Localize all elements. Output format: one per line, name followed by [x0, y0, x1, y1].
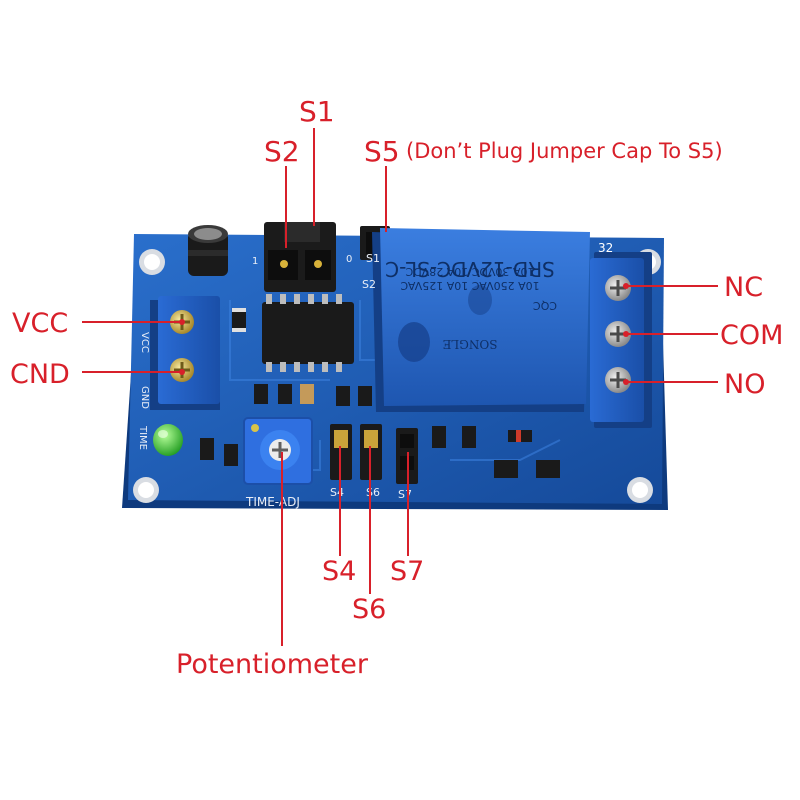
jumper-block-s1-s2	[264, 222, 336, 292]
relay-rating-text-1: 10A 250VAC 10A 125VAC	[400, 279, 540, 292]
silk-pin-0: 0	[346, 254, 352, 265]
relay-terminal-block	[590, 252, 652, 428]
silk-s2: S2	[362, 278, 376, 291]
relay-model-text: SRD-12VDC-SL-C	[385, 257, 555, 281]
label-potentiometer: Potentiometer	[176, 649, 368, 680]
label-s2: S2	[264, 135, 300, 168]
label-s5: S5	[364, 135, 400, 168]
callout-lines	[82, 128, 718, 646]
label-cnd: CND	[10, 359, 70, 390]
mounting-hole-bottom-left	[133, 477, 159, 503]
electrolytic-capacitor	[188, 225, 228, 276]
label-s6: S6	[352, 594, 387, 625]
silk-s1: S1	[366, 252, 380, 265]
ic-chip	[262, 294, 354, 372]
silk-s7: S7	[398, 488, 412, 501]
relay	[372, 228, 590, 412]
label-no: NO	[724, 369, 766, 400]
label-nc: NC	[724, 272, 764, 303]
silk-corner: 32	[598, 241, 613, 255]
mounting-hole-top-left	[139, 249, 165, 275]
silk-time-adj: TIME-ADJ	[245, 495, 300, 509]
green-led	[153, 424, 183, 456]
label-s4: S4	[322, 556, 357, 587]
potentiometer-component	[243, 417, 313, 485]
smd-components	[200, 308, 560, 478]
label-s7: S7	[390, 556, 425, 587]
silk-gnd: GND	[139, 386, 150, 409]
silk-time: TIME	[137, 425, 148, 450]
silk-s4: S4	[330, 486, 344, 499]
silk-vcc: VCC	[139, 332, 150, 353]
relay-brand-text: SONGLE	[443, 337, 498, 351]
silk-pin-1: 1	[252, 256, 258, 267]
relay-cert-text: CQC	[533, 299, 557, 312]
silk-s6: S6	[366, 486, 380, 499]
label-vcc: VCC	[12, 308, 69, 339]
mounting-hole-bottom-right	[627, 477, 653, 503]
label-s1: S1	[299, 95, 335, 128]
power-terminal-block	[150, 296, 220, 410]
label-com: COM	[720, 320, 784, 351]
relay-rating-text-2: 10A 30VDC 10A 28VDC	[405, 265, 534, 278]
label-s5-note: (Don’t Plug Jumper Cap To S5)	[406, 139, 723, 163]
